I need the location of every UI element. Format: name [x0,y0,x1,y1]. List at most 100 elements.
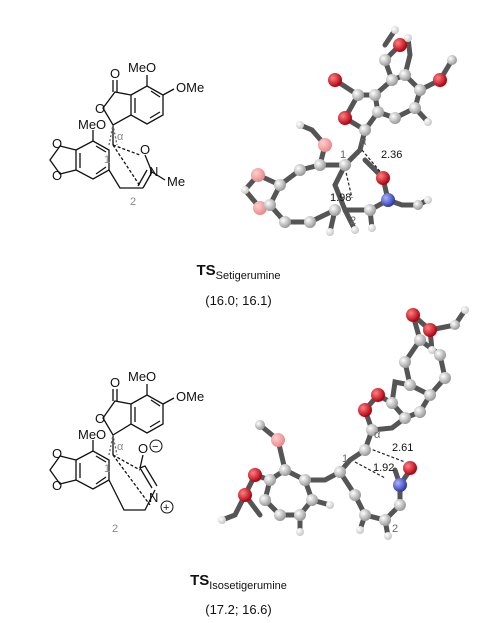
dioxole-o-top-label: O [52,136,62,151]
atom-c [339,159,351,171]
atom-h [424,196,432,204]
atom-c [294,509,306,521]
nitrogen-label: N [149,164,158,179]
ts-label: TS [190,572,210,589]
ome-right-label: OMe [176,80,204,95]
atom-c [386,74,398,86]
atom-h [461,306,469,314]
carbonyl-o-label: O [110,375,120,390]
locant-alpha: α [374,429,381,441]
atom-c [366,424,378,436]
atom-c [359,509,371,521]
locant-c1: 1 [340,149,346,161]
atom-o [393,38,407,52]
nitrone-o-label: O [138,441,148,456]
skeletal-labels-isosetigerumine: MeO OMe O O MeO O O O N [52,369,204,505]
energies-setigerumine: (16.0; 16.1) [205,293,272,308]
atom-o [423,323,437,337]
atom-c [274,179,286,191]
atom-o [328,73,342,87]
atom-c [264,199,276,211]
distance-label: 1.98 [330,192,351,204]
skeletal-structure-setigerumine [49,75,175,189]
skeletal-locants-setigerumine: α 1 2 [104,131,136,208]
atom-c [279,216,291,228]
plus-charge-sign: + [163,502,169,514]
ball-and-stick-model-isosetigerumine: α 1 2 2.61 1.92 [218,306,469,540]
atom-c [279,464,291,476]
atom-c [294,164,306,176]
atom-c [364,204,376,216]
plus-charge-icon [160,500,174,514]
atom-c [386,397,398,409]
atom-c [414,84,426,96]
atom-c [424,389,436,401]
atom-h [391,26,399,34]
lactone-o-label: O [95,411,105,426]
locant-c2: 2 [350,215,356,227]
minus-charge-icon [149,439,163,453]
atom-o [433,73,447,87]
atom-c [414,406,426,418]
ts-subscript: Setigerumine [215,270,281,283]
atom-c [299,474,311,486]
lactone-o-label: O [95,101,105,116]
locant-alpha: α [117,441,124,453]
ts-label: TS [196,262,216,279]
atom-o [248,468,262,482]
atoms-setigerumine [241,26,457,236]
atom-h [384,532,392,540]
skeletal-structure-isosetigerumine [49,384,175,511]
atom-o [271,433,285,447]
atom-c [349,489,361,501]
atom-o [238,488,252,502]
atom-h [404,34,412,42]
dioxole-o-bottom-label: O [52,168,62,183]
atom-c [394,499,406,511]
distance-label: 2.61 [392,442,413,454]
atom-c [439,372,451,384]
locant-c1: 1 [342,453,348,465]
ome-left-label: MeO [78,117,106,132]
locant-c1: 1 [104,154,110,166]
atom-h [218,516,226,524]
ome-right-label: OMe [176,389,204,404]
atom-c [447,55,457,65]
atom-o [251,168,265,182]
atom-o [376,171,390,185]
nitrone-o-label: O [140,142,150,157]
locant-c2: 2 [130,196,136,208]
atom-c [414,334,426,346]
locant-c2: 2 [392,523,398,535]
atom-c [306,494,318,506]
atom-h [326,228,334,236]
atom-o [358,403,372,417]
ome-top-label: MeO [128,369,156,384]
skeletal-labels-setigerumine: MeO OMe O O MeO O O O N Me [52,60,204,189]
skeletal-locants-isosetigerumine: α 1 2 [104,441,124,535]
locant-alpha: α [117,131,124,143]
atom-c [369,89,381,101]
atom-c [304,216,316,228]
atom-c [413,200,423,210]
atom-c [404,379,416,391]
n-methyl-label: Me [167,174,185,189]
charge-symbols-isosetigerumine: − + [149,439,174,514]
ball-and-stick-model-setigerumine: α 1 2 2.36 1.98 [241,26,457,236]
atom-c [255,420,265,430]
ome-top-label: MeO [128,60,156,75]
atom-c [409,102,421,114]
nitrogen-label: N [149,490,158,505]
atom-h [296,528,304,536]
distance-label: 2.36 [381,149,402,161]
atom-c [264,474,276,486]
atom-c [352,89,364,101]
atom-h [296,121,304,129]
atom-h [241,186,249,194]
atom-o [338,111,352,125]
atom-c [372,106,384,118]
atom-c [259,494,271,506]
atom-h [326,501,334,509]
atom-c [314,159,326,171]
